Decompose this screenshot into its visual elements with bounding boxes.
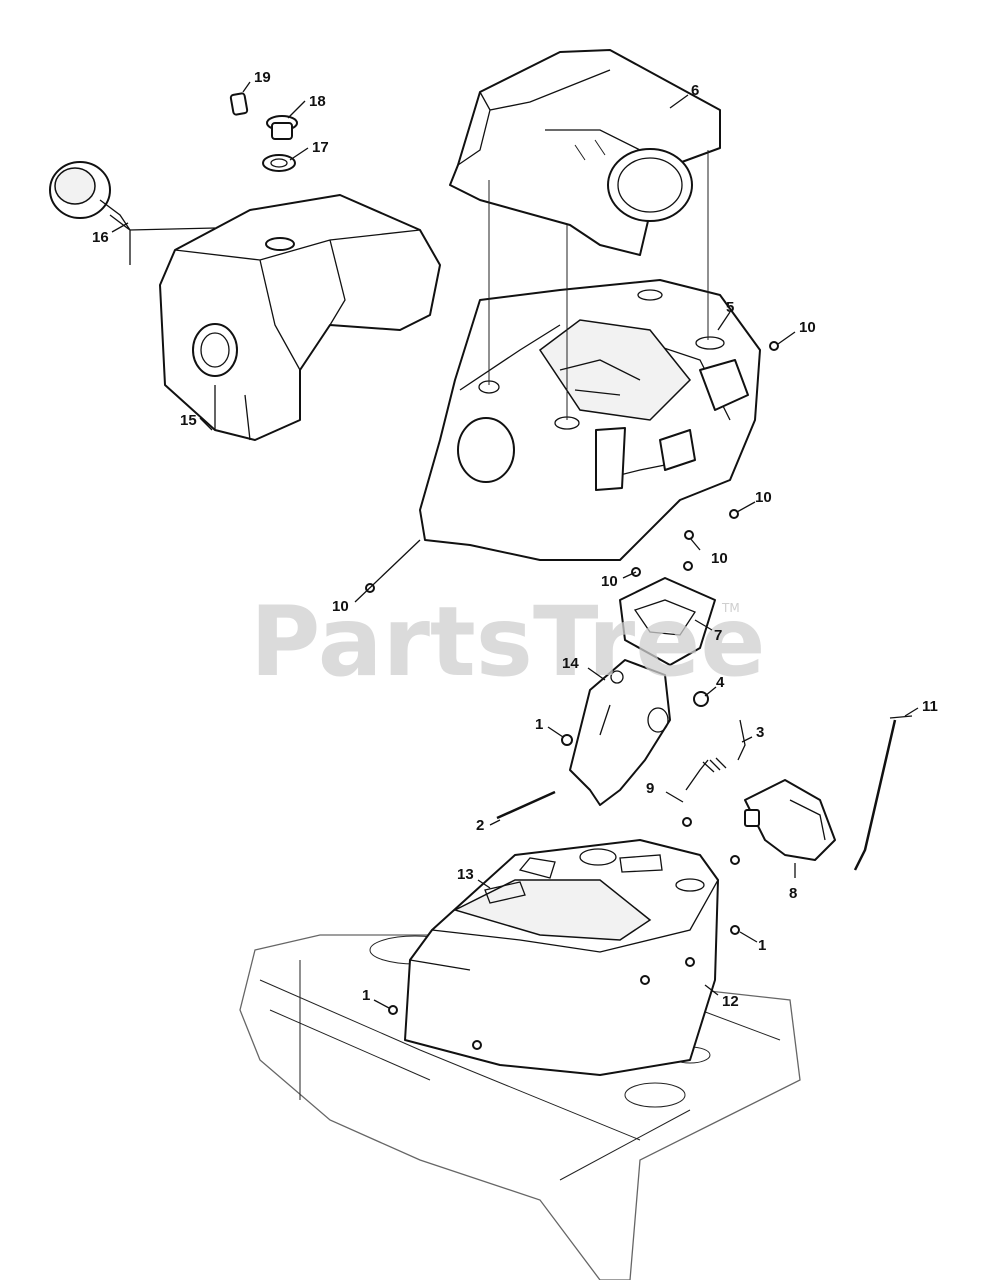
dash-panel <box>449 49 721 256</box>
callout-2: 2 <box>476 817 484 834</box>
spring-linkage <box>685 719 746 791</box>
watermark-trademark: TM <box>721 601 740 615</box>
callout-10-e: 10 <box>332 598 349 615</box>
callout-9: 9 <box>646 780 654 797</box>
console-bracket <box>619 577 716 666</box>
callout-15: 15 <box>180 412 197 429</box>
callout-13: 13 <box>457 866 474 883</box>
lever-assembly <box>744 779 836 861</box>
body-hood <box>419 279 761 561</box>
callout-10-d: 10 <box>601 573 618 590</box>
callout-5: 5 <box>726 299 734 316</box>
callout-14: 14 <box>562 655 579 672</box>
callout-12: 12 <box>722 993 739 1010</box>
callout-18: 18 <box>309 93 326 110</box>
callout-16: 16 <box>92 229 109 246</box>
callout-1-c: 1 <box>362 987 370 1004</box>
callout-11: 11 <box>922 698 938 715</box>
watermark-text: PartsTree <box>250 586 765 698</box>
callout-17: 17 <box>312 139 329 156</box>
callout-7: 7 <box>714 627 722 644</box>
leader-lines <box>111 81 919 1009</box>
fuel-fittings <box>229 92 298 172</box>
callout-10-c: 10 <box>711 550 728 567</box>
link-rod <box>853 715 913 871</box>
rod <box>496 790 556 820</box>
fuel-tank <box>159 194 441 441</box>
callout-8: 8 <box>789 885 797 902</box>
callout-6: 6 <box>691 82 699 99</box>
callout-10-b: 10 <box>755 489 772 506</box>
callout-4: 4 <box>716 674 725 691</box>
alignment-lines <box>488 150 709 420</box>
lower-fender <box>404 839 719 1076</box>
callout-1-b: 1 <box>758 937 766 954</box>
callout-10-a: 10 <box>799 319 816 336</box>
partstree-watermark: PartsTree TM <box>250 586 765 698</box>
callout-19: 19 <box>254 69 271 86</box>
callout-3: 3 <box>756 724 764 741</box>
mount-plate <box>569 659 671 806</box>
callout-1-a: 1 <box>535 716 543 733</box>
callout-numbers: 19 18 17 16 15 6 5 10 10 10 10 10 7 14 4… <box>92 69 938 1010</box>
fuel-cap <box>49 161 216 265</box>
